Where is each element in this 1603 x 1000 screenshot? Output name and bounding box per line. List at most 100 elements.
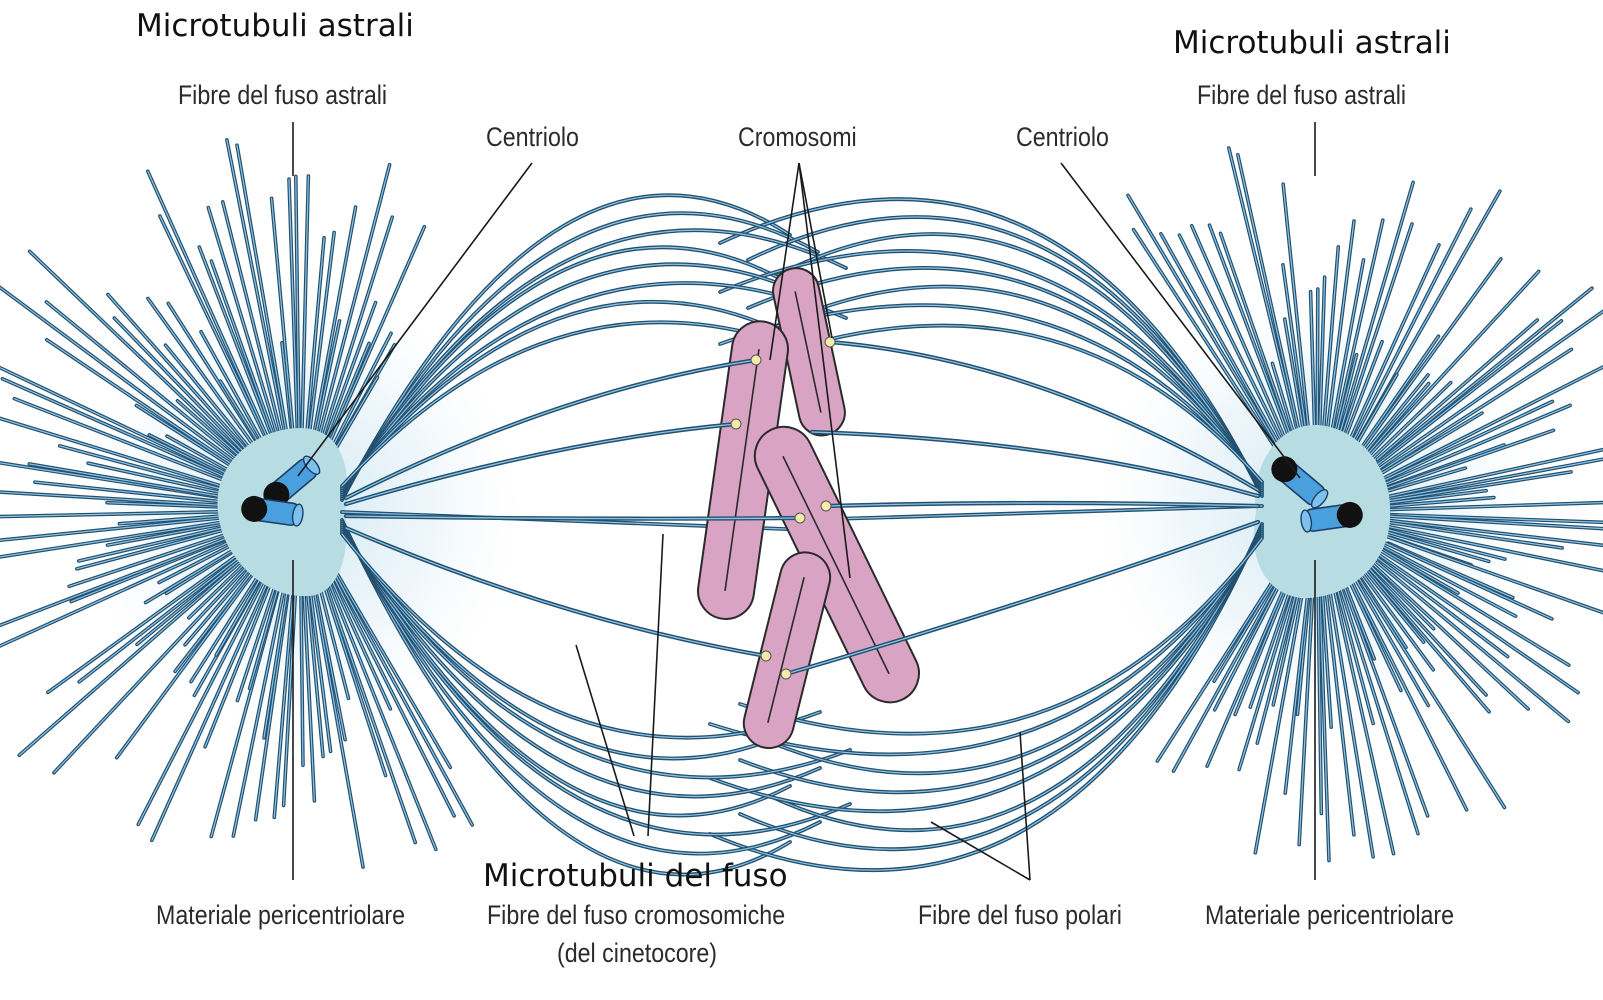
astral-microtubule-highlight [1353, 320, 1563, 484]
kinetochore-fibers-label: Fibre del fuso cromosomiche [487, 900, 786, 930]
astral-microtubule-highlight [1360, 382, 1430, 462]
chromosome-bottom-small [742, 551, 832, 750]
centriole-end [1336, 501, 1363, 528]
spindle-microtubule-highlight [341, 527, 821, 798]
astral-microtubule-highlight [159, 215, 271, 449]
spindle-microtubule-highlight [709, 535, 1263, 755]
astral-microtubule-highlight [335, 575, 473, 826]
astral-microtubule-highlight [78, 524, 236, 562]
centriole-end [241, 495, 268, 522]
astral-microtubule-highlight [331, 565, 451, 768]
astral-microtubule-highlight [136, 550, 252, 645]
astral-microtubule-highlight [147, 170, 271, 445]
astral-microtubule-highlight [1387, 529, 1506, 560]
spindle-microtubule-highlight [775, 286, 1263, 487]
astral-microtubule-highlight [1350, 583, 1402, 692]
spindle-microtubules-title: Microtubuli del fuso [483, 858, 788, 894]
astral-microtubule-highlight [1368, 550, 1509, 658]
astral-fibers-label-right: Fibre del fuso astrali [1197, 80, 1407, 110]
astral-microtubule-highlight [301, 175, 309, 435]
astral-microtubule-highlight [1156, 550, 1293, 762]
astral-microtubule-highlight [263, 568, 292, 739]
astral-microtubule-highlight [1254, 571, 1307, 854]
centriole-label-left: Centriolo [486, 122, 579, 152]
astral-microtubule-highlight [184, 566, 253, 646]
kinetochore-microtubule-highlight [811, 431, 1259, 497]
spindle-microtubule-highlight [775, 233, 1263, 493]
spindle-microtubule-highlight [747, 267, 1263, 489]
astral-microtubule-highlight [236, 585, 276, 702]
astral-microtubule-highlight [1359, 310, 1603, 483]
astral-microtubule-highlight [144, 548, 236, 604]
spindle-microtubule-highlight [739, 525, 1263, 850]
kinetochore [824, 336, 836, 348]
astral-microtubule-highlight [1317, 583, 1322, 815]
spindle-microtubules [340, 193, 1264, 877]
astral-microtubule-highlight [147, 297, 267, 464]
centrioles [241, 455, 1363, 533]
astral-microtubule-highlight [151, 543, 286, 841]
astral-microtubule-highlight [78, 534, 269, 683]
astral-microtubule-highlight [0, 521, 223, 558]
astral-microtubule-highlight [1335, 244, 1440, 472]
astral-microtubule-highlight [270, 197, 294, 437]
astral-microtubule-highlight [1360, 382, 1452, 470]
astral-microtubule-highlight [1238, 576, 1299, 771]
astral-microtubule-highlight [1385, 467, 1466, 493]
astral-microtubule-highlight [1372, 496, 1495, 509]
astral-microtubule-highlight [113, 317, 248, 456]
astral-microtubule-highlight [1127, 194, 1288, 462]
astral-microtubule-highlight [1374, 429, 1555, 493]
astral-microtubule-highlight [0, 533, 239, 626]
astral-microtubule-highlight [282, 571, 298, 807]
pericentriolar-label-right: Materiale pericentriolare [1205, 900, 1455, 930]
astral-microtubule-highlight [1172, 562, 1290, 772]
astral-microtubule-highlight [222, 201, 286, 451]
astral-microtubule-highlight [1322, 220, 1355, 462]
astral-microtubule-highlight [1376, 561, 1569, 723]
astral-microtubule-highlight [1332, 583, 1395, 855]
astral-microtubule-highlight [1206, 567, 1294, 767]
astral-microtubule-highlight [47, 549, 246, 693]
astral-microtubule-highlight [1329, 223, 1413, 473]
astral-microtubule-highlight [236, 144, 292, 458]
astral-microtubule-highlight [29, 250, 250, 462]
spindle-microtubule-highlight [341, 301, 791, 489]
astral-microtubule-highlight [1379, 471, 1572, 503]
chromosomes [697, 267, 920, 750]
astral-microtubule-highlight [1228, 147, 1303, 452]
kinetochore [760, 650, 772, 662]
kinetochore-microtubule-highlight [345, 515, 801, 520]
astral-microtubule-highlight [188, 562, 246, 619]
astral-microtubule-highlight [137, 575, 267, 826]
leader-line [769, 162, 800, 361]
astral-microtubule-highlight [1320, 575, 1332, 728]
astral-microtubule-highlight [118, 514, 239, 525]
kinetochore-microtubule-highlight [829, 341, 1259, 491]
spindle-microtubule-highlight [341, 263, 819, 493]
centriole-left-b [241, 495, 304, 527]
astral-microtubule-highlight [1346, 529, 1570, 666]
astral-microtubules-title-right: Microtubuli astrali [1173, 25, 1451, 61]
kinetochore-microtubules [343, 336, 1261, 680]
astral-microtubule-highlight [210, 260, 284, 464]
astral-microtubule-highlight [1358, 557, 1487, 696]
kinetochore-microtubule-highlight [785, 521, 1259, 675]
astral-microtubule-highlight [311, 226, 425, 483]
leader-line [1019, 731, 1031, 881]
astral-microtubule-highlight [53, 531, 280, 774]
kinetochore [730, 418, 742, 430]
astral-microtubule-highlight [232, 557, 291, 837]
astral-microtubule-highlight [0, 286, 259, 480]
astral-microtubule-highlight [226, 139, 287, 440]
astral-microtubule-highlight [1282, 183, 1312, 455]
spindle-microtubule-highlight [341, 529, 851, 778]
astral-microtubule-highlight [302, 565, 316, 802]
label-leader-lines [292, 122, 1316, 881]
astral-microtubule-highlight [1350, 570, 1429, 707]
spindle-microtubule-highlight [719, 198, 1263, 497]
astral-microtubule-highlight [1237, 154, 1304, 447]
astral-microtubule-highlight [308, 231, 335, 438]
spindle-microtubule-highlight [341, 194, 791, 501]
